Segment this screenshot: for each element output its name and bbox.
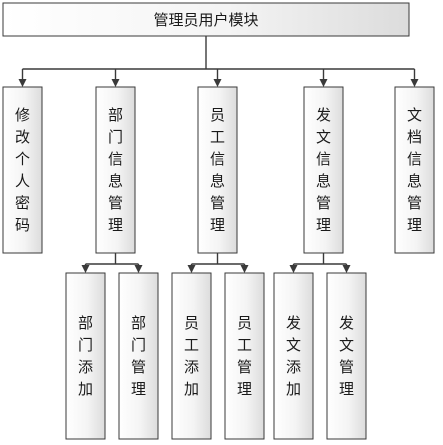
submodule-box-document-issue-add [273, 272, 314, 440]
root-box [2, 2, 410, 37]
module-node-document-issue-info: 发文信息管理 [303, 86, 344, 254]
module-arrow-document-info [410, 79, 419, 87]
submodule-node-document-issue-manage: 发文管理 [326, 272, 367, 440]
submodule-nodes: 部门添加 部门管理 员工添加 员工管理 发文添加 发文管理 [65, 272, 367, 440]
submodule-label-department-add: 部门添加 [78, 314, 93, 398]
submodule-node-document-issue-add: 发文添加 [273, 272, 314, 440]
root-node: 管理员用户模块 [2, 2, 410, 37]
module-box-modify-password [2, 86, 43, 254]
sub-arrow-department-manage [134, 265, 143, 273]
submodule-node-employee-manage: 员工管理 [224, 272, 265, 440]
connector-arrows [18, 79, 419, 273]
module-box-department-info [95, 86, 136, 254]
module-label-document-info: 文档信息管理 [407, 106, 422, 234]
module-node-department-info: 部门信息管理 [95, 86, 136, 254]
module-nodes: 修改个人密码 部门信息管理 员工信息管理 发文信息管理 文档信息管理 [2, 86, 435, 254]
submodule-node-department-manage: 部门管理 [118, 272, 159, 440]
module-box-document-info [394, 86, 435, 254]
submodule-box-employee-add [171, 272, 212, 440]
submodule-node-employee-add: 员工添加 [171, 272, 212, 440]
module-node-employee-info: 员工信息管理 [197, 86, 238, 254]
submodule-label-document-issue-add: 发文添加 [286, 314, 301, 398]
module-box-document-issue-info [303, 86, 344, 254]
module-box-employee-info [197, 86, 238, 254]
sub-arrow-document-issue-add [289, 265, 298, 273]
submodule-box-employee-manage [224, 272, 265, 440]
module-node-document-info: 文档信息管理 [394, 86, 435, 254]
sub-arrow-employee-add [187, 265, 196, 273]
module-arrow-department-info [111, 79, 120, 87]
submodule-label-department-manage: 部门管理 [131, 314, 146, 398]
module-arrow-employee-info [213, 79, 222, 87]
root-label: 管理员用户模块 [153, 11, 258, 29]
module-arrow-modify-password [18, 79, 27, 87]
module-label-modify-password: 修改个人密码 [15, 106, 30, 234]
submodule-node-department-add: 部门添加 [65, 272, 106, 440]
submodule-box-document-issue-manage [326, 272, 367, 440]
module-label-document-issue-info: 发文信息管理 [316, 106, 331, 234]
sub-arrow-employee-manage [240, 265, 249, 273]
sub-arrow-department-add [81, 265, 90, 273]
submodule-box-department-manage [118, 272, 159, 440]
submodule-label-employee-manage: 员工管理 [237, 314, 252, 398]
submodule-box-department-add [65, 272, 106, 440]
module-label-department-info: 部门信息管理 [108, 106, 123, 234]
module-node-modify-password: 修改个人密码 [2, 86, 43, 254]
module-label-employee-info: 员工信息管理 [210, 106, 225, 234]
sub-arrow-document-issue-manage [342, 265, 351, 273]
submodule-label-employee-add: 员工添加 [184, 314, 199, 398]
submodule-label-document-issue-manage: 发文管理 [339, 314, 354, 398]
module-arrow-document-issue-info [319, 79, 328, 87]
